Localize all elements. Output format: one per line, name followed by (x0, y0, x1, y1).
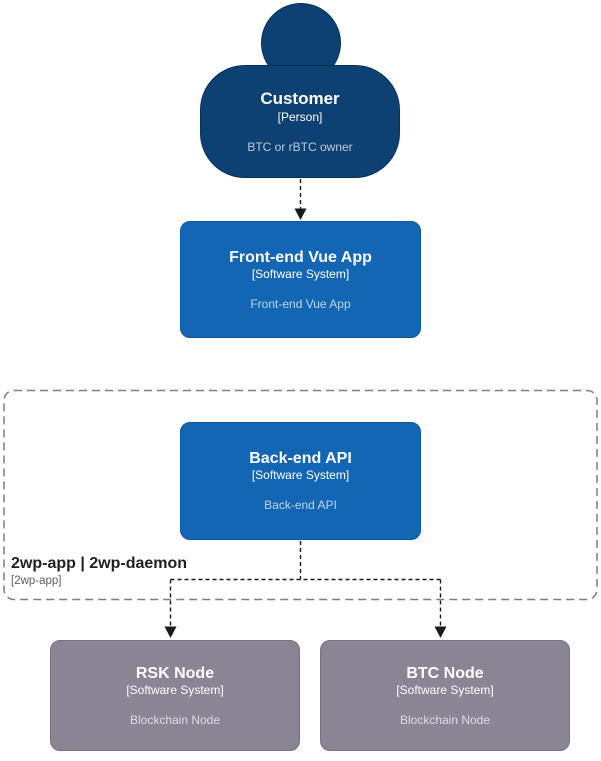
connector-backend-trunk (170, 541, 441, 581)
customer-node: Customer [Person] BTC or rBTC owner (200, 65, 400, 178)
backend-title: Back-end API (249, 450, 352, 468)
customer-type: [Person] (277, 109, 323, 124)
backend-node: Back-end API [Software System] Back-end … (180, 422, 421, 540)
frontend-description: Front-end Vue App (250, 296, 351, 311)
customer-title: Customer (260, 89, 340, 109)
btc-description: Blockchain Node (399, 712, 491, 727)
arrowhead-backend-rsk-icon (164, 626, 177, 638)
rsk-description: Blockchain Node (129, 712, 221, 727)
frontend-node: Front-end Vue App [Software System] Fron… (180, 221, 421, 338)
frontend-title: Front-end Vue App (229, 248, 372, 266)
btc-type: [Software System] (396, 682, 494, 697)
frontend-type: [Software System] (251, 266, 350, 281)
btc-node: BTC Node [Software System] Blockchain No… (320, 640, 570, 751)
backend-description: Back-end API (264, 498, 337, 513)
boundary-subtitle: [2wp-app] (11, 575, 62, 587)
btc-title: BTC Node (406, 664, 484, 682)
boundary-title: 2wp-app | 2wp-daemon (11, 555, 188, 572)
backend-type: [Software System] (251, 468, 350, 483)
boundary-label: 2wp-app | 2wp-daemon [2wp-app] (11, 554, 187, 589)
rsk-type: [Software System] (126, 682, 224, 697)
rsk-node: RSK Node [Software System] Blockchain No… (50, 640, 300, 751)
rsk-title: RSK Node (135, 664, 215, 682)
arrowhead-backend-btc-icon (434, 626, 447, 638)
arrowhead-customer-frontend-icon (294, 208, 307, 220)
customer-description: BTC or rBTC owner (247, 139, 353, 154)
